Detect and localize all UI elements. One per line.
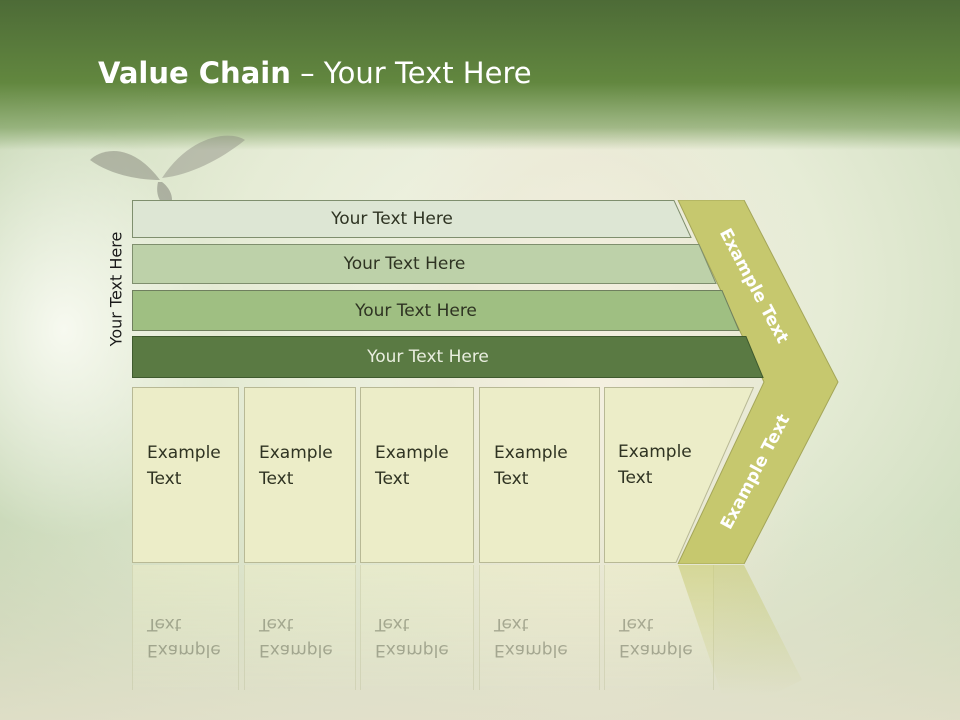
activity-box-1-text: Example Text	[147, 443, 221, 489]
activity-box-2-text: Example Text	[259, 443, 333, 489]
activity-box-3: Example Text	[360, 387, 474, 563]
reflection-chevron	[678, 565, 802, 695]
title-rest: – Your Text Here	[290, 56, 532, 90]
bar-4-label: Your Text Here	[367, 347, 489, 367]
bar-2-label: Your Text Here	[343, 254, 466, 274]
activity-box-5-text: Example Text	[618, 442, 692, 488]
activity-box-4: Example Text	[479, 387, 600, 563]
reflection-box-2: Example Text	[244, 565, 356, 690]
bar-1: Your Text Here	[132, 200, 692, 238]
bar-3: Your Text Here	[132, 290, 740, 331]
margin-chevron	[677, 200, 839, 564]
activity-box-2: Example Text	[244, 387, 356, 563]
activity-box-3-text: Example Text	[375, 443, 449, 489]
activity-box-1: Example Text	[132, 387, 239, 563]
header-band	[0, 0, 960, 150]
slide-title: Value Chain – Your Text Here	[98, 56, 532, 90]
bar-3-label: Your Text Here	[355, 300, 477, 321]
activity-box-5: Example Text	[604, 387, 754, 563]
reflection-box-3: Example Text	[360, 565, 474, 690]
title-bold: Value Chain	[98, 56, 291, 90]
activity-box-4-text: Example Text	[494, 443, 568, 489]
side-label: Your Text Here	[106, 231, 126, 347]
butterfly-icon	[90, 135, 245, 208]
reflection-box-4: Example Text	[479, 565, 600, 690]
bar-2: Your Text Here	[132, 244, 717, 284]
bar-4: Your Text Here	[132, 336, 764, 378]
reflection-box-1: Example Text	[132, 565, 239, 690]
bar-1-label: Your Text Here	[331, 209, 453, 229]
